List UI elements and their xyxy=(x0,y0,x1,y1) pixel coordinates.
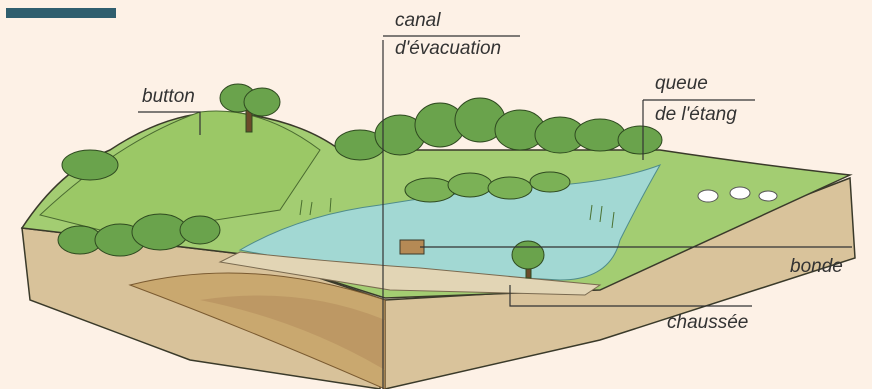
label-de-letang: de l'étang xyxy=(655,104,737,126)
label-canal: canal xyxy=(395,10,440,32)
label-button: button xyxy=(142,86,195,108)
label-chaussee: chaussée xyxy=(667,312,748,334)
label-evacuation: d'évacuation xyxy=(395,38,501,60)
label-bonde: bonde xyxy=(790,256,843,278)
label-queue: queue xyxy=(655,73,708,95)
